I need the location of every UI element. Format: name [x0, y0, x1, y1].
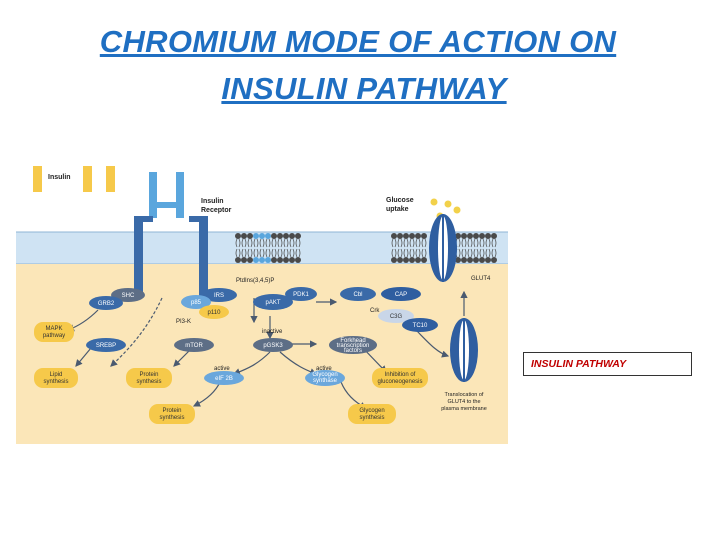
output-mapk: MAPK pathway: [34, 322, 74, 342]
node-shc: SHC: [111, 288, 145, 302]
svg-text:SHC: SHC: [122, 293, 135, 299]
svg-text:TC10: TC10: [413, 323, 428, 329]
node-p110: p110: [199, 305, 229, 319]
output-protein-synthesis-b: Protein synthesis: [149, 404, 195, 424]
node-p85: p85: [181, 295, 211, 309]
svg-text:factors: factors: [344, 348, 362, 354]
glut4-label: GLUT4: [471, 276, 491, 282]
slide-title-line-2: INSULIN PATHWAY: [221, 71, 507, 106]
node-mtor: mTOR: [174, 338, 214, 352]
node-forkhead: Forkhead transcription factors: [329, 336, 377, 354]
svg-text:Lipid: Lipid: [50, 372, 63, 378]
pi3k-label: PI3-K: [176, 319, 191, 325]
svg-text:pathway: pathway: [43, 333, 65, 339]
svg-text:IRS: IRS: [214, 293, 224, 299]
output-lipid-synthesis: Lipid synthesis: [34, 368, 78, 388]
svg-text:synthesis: synthesis: [136, 379, 161, 385]
output-inhibition-gluconeogenesis: Inhibition of gluconeogenesis: [372, 368, 428, 388]
node-srebp: SREBP: [86, 338, 126, 352]
insulin-molecules: [33, 166, 115, 192]
node-grb2: GRB2: [89, 296, 123, 310]
svg-text:Inhibition of: Inhibition of: [385, 372, 416, 378]
node-tc10: TC10: [402, 318, 438, 332]
legend-box: INSULIN PATHWAY: [523, 352, 692, 376]
insulin-pathway-diagram: Insulin Insulin Receptor PtdIns(3,4,5)P …: [16, 152, 508, 444]
insulin-receptor-label-1: Insulin: [201, 198, 224, 205]
translocation-label-2: GLUT4 to the: [447, 399, 480, 405]
legend-label: INSULIN PATHWAY: [531, 358, 627, 370]
svg-text:synthesis: synthesis: [159, 415, 184, 421]
svg-text:Cbl: Cbl: [353, 292, 362, 298]
ptdins-label: PtdIns(3,4,5)P: [236, 278, 274, 284]
svg-text:synthesis: synthesis: [359, 415, 384, 421]
glut4-vesicle: [450, 318, 478, 382]
glucose-uptake-label-1: Glucose: [386, 197, 414, 204]
svg-text:gluconeogenesis: gluconeogenesis: [377, 379, 422, 385]
node-pakt: pAKT: [253, 294, 293, 310]
node-cbl: Cbl: [340, 287, 376, 301]
node-eif2b: eIF 2B: [204, 371, 244, 385]
svg-text:MAPK: MAPK: [45, 326, 62, 332]
node-c3g: C3G: [378, 309, 414, 323]
svg-text:SREBP: SREBP: [96, 343, 116, 349]
svg-text:Forkhead: Forkhead: [340, 338, 365, 344]
svg-text:Glycogen: Glycogen: [312, 372, 337, 378]
svg-text:Protein: Protein: [139, 372, 158, 378]
extracellular-space: [16, 152, 508, 232]
svg-text:GRB2: GRB2: [98, 301, 115, 307]
active-label-right: active: [316, 366, 332, 372]
svg-text:p110: p110: [208, 310, 222, 316]
svg-text:eIF 2B: eIF 2B: [215, 376, 233, 382]
svg-text:p85: p85: [191, 300, 202, 306]
output-glycogen-synthesis: Glycogen synthesis: [348, 404, 396, 424]
node-pdk1: PDK1: [285, 287, 317, 301]
svg-text:pGSK3: pGSK3: [263, 343, 283, 349]
output-protein-synthesis-a: Protein synthesis: [126, 368, 172, 388]
lipid-bilayer: [235, 233, 497, 263]
svg-text:Protein: Protein: [162, 408, 181, 414]
insulin-receptor: [134, 172, 208, 298]
svg-text:pAKT: pAKT: [265, 300, 280, 306]
node-glycogen-synthase: Glycogen synthase: [305, 370, 345, 386]
insulin-receptor-label-2: Receptor: [201, 207, 232, 214]
active-label-left: active: [214, 366, 230, 372]
svg-text:mTOR: mTOR: [185, 343, 203, 349]
slide-title-line-1: CHROMIUM MODE OF ACTION ON: [99, 24, 617, 59]
inactive-label: inactive: [262, 329, 283, 335]
svg-text:Glycogen: Glycogen: [359, 408, 384, 414]
insulin-label: Insulin: [48, 174, 71, 181]
node-irs: IRS: [201, 288, 237, 302]
translocation-label-1: Translocation of: [445, 392, 484, 398]
svg-text:synthase: synthase: [313, 378, 338, 384]
translocation-label-3: plasma membrane: [441, 406, 487, 412]
svg-text:transcription: transcription: [337, 343, 370, 349]
svg-text:CAP: CAP: [395, 292, 407, 298]
cytoplasm: [16, 264, 508, 444]
crk-label: Crk: [370, 308, 380, 314]
glut4-transporter: [429, 214, 457, 282]
svg-text:C3G: C3G: [390, 314, 403, 320]
svg-text:synthesis: synthesis: [43, 379, 68, 385]
glucose-uptake-label-2: uptake: [386, 206, 409, 213]
node-cap: CAP: [381, 287, 421, 301]
svg-text:PDK1: PDK1: [293, 292, 309, 298]
node-pgsk3: pGSK3: [253, 338, 293, 352]
